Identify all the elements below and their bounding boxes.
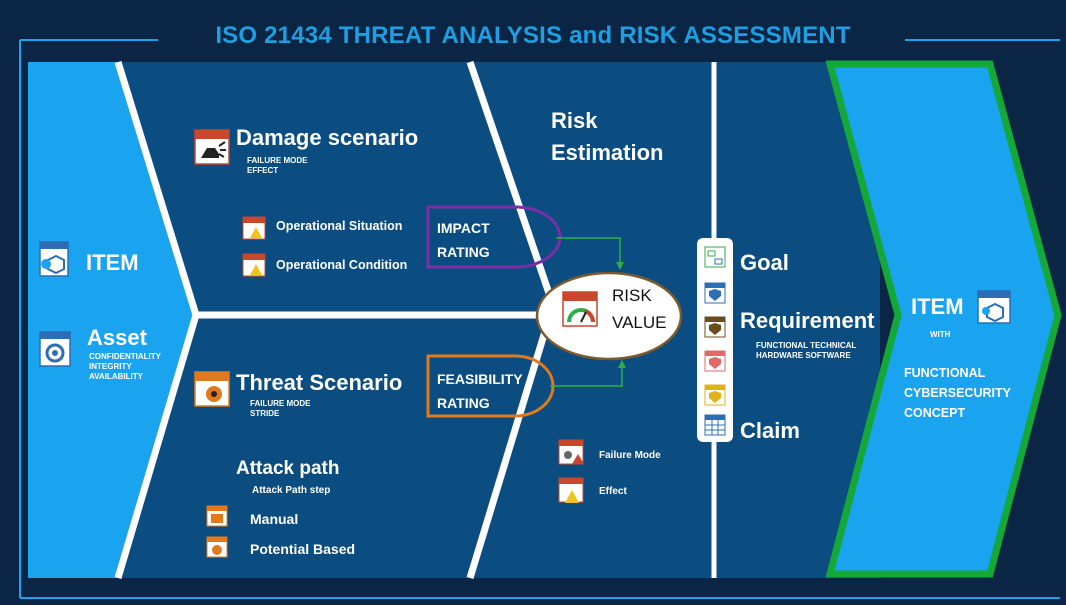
threat-sub-stride: STRIDE — [250, 409, 280, 418]
feasibility-rating-line2: RATING — [437, 395, 490, 411]
output-item-label: ITEM — [911, 294, 964, 319]
claim-table-icon — [704, 414, 726, 436]
output-with-label: WITH — [930, 330, 951, 339]
operational-condition-label: Operational Condition — [276, 258, 408, 272]
output-concept-line2: CYBERSECURITY — [904, 386, 1011, 400]
risk-estimation-line1: Risk — [551, 108, 598, 133]
requirement-label: Requirement — [740, 308, 875, 333]
attack-path-step: Attack Path step — [252, 485, 331, 496]
potential-based-icon — [206, 536, 228, 558]
requirement-sub-2: HARDWARE SOFTWARE — [756, 351, 851, 360]
threat-scenario-title: Threat Scenario — [236, 370, 403, 395]
impact-rating-line2: RATING — [437, 244, 490, 260]
requirement-shield-red-icon — [704, 350, 726, 372]
asset-label: Asset — [87, 325, 147, 350]
impact-arrowhead — [616, 262, 624, 270]
item-label: ITEM — [86, 250, 139, 275]
threat-scenario-icon — [194, 371, 230, 407]
page-title: ISO 21434 THREAT ANALYSIS and RISK ASSES… — [215, 22, 851, 49]
feasibility-arrowhead — [618, 360, 626, 368]
damage-sub-failure-mode: FAILURE MODE — [247, 156, 308, 165]
goal-label: Goal — [740, 250, 789, 275]
damage-scenario-title: Damage scenario — [236, 125, 419, 150]
requirement-sub-1: FUNCTIONAL TECHNICAL — [756, 341, 857, 350]
asset-prop-availability: AVAILABILITY — [89, 372, 143, 381]
feasibility-rating-oval — [426, 354, 555, 418]
risk-value-line2: VALUE — [612, 313, 667, 332]
output-concept-line1: FUNCTIONAL — [904, 366, 986, 380]
effect-legend: Effect — [599, 486, 627, 497]
impact-arrow — [556, 237, 621, 262]
panel-body — [70, 62, 880, 578]
operational-condition-icon — [242, 253, 266, 277]
manual-label: Manual — [250, 511, 299, 527]
manual-attack-icon — [206, 505, 228, 527]
requirement-shield-yellow-icon — [704, 384, 726, 406]
threat-sub-failure-mode: FAILURE MODE — [250, 399, 311, 408]
output-concept-line3: CONCEPT — [904, 406, 966, 420]
effect-icon — [558, 477, 584, 503]
output-item-icon — [977, 290, 1011, 324]
damage-scenario-icon — [194, 129, 230, 165]
damage-sub-effect: EFFECT — [247, 166, 279, 175]
operational-situation-label: Operational Situation — [276, 219, 403, 233]
claim-label: Claim — [740, 418, 800, 443]
failure-mode-icon — [558, 439, 584, 465]
feasibility-arrow — [550, 368, 623, 387]
asset-prop-integrity: INTEGRITY — [89, 362, 132, 371]
requirement-shield-dark-icon — [704, 316, 726, 338]
failure-mode-legend: Failure Mode — [599, 450, 661, 461]
potential-based-label: Potential Based — [250, 541, 356, 557]
asset-prop-confidentiality: CONFIDENTIALITY — [89, 352, 161, 361]
item-document-icon — [39, 241, 69, 277]
risk-gauge-icon — [562, 291, 598, 327]
impact-rating-oval — [426, 205, 562, 269]
asset-document-icon — [39, 331, 71, 367]
operational-situation-icon — [242, 216, 266, 240]
feasibility-rating-line1: FEASIBILITY — [437, 371, 523, 387]
impact-rating-line1: IMPACT — [437, 220, 490, 236]
output-chevron — [825, 60, 1062, 578]
risk-value-line1: RISK — [612, 286, 652, 305]
goal-icon — [704, 246, 726, 268]
requirement-shield-blue-icon — [704, 282, 726, 304]
attack-path-title: Attack path — [236, 458, 340, 479]
risk-estimation-line2: Estimation — [551, 140, 664, 165]
